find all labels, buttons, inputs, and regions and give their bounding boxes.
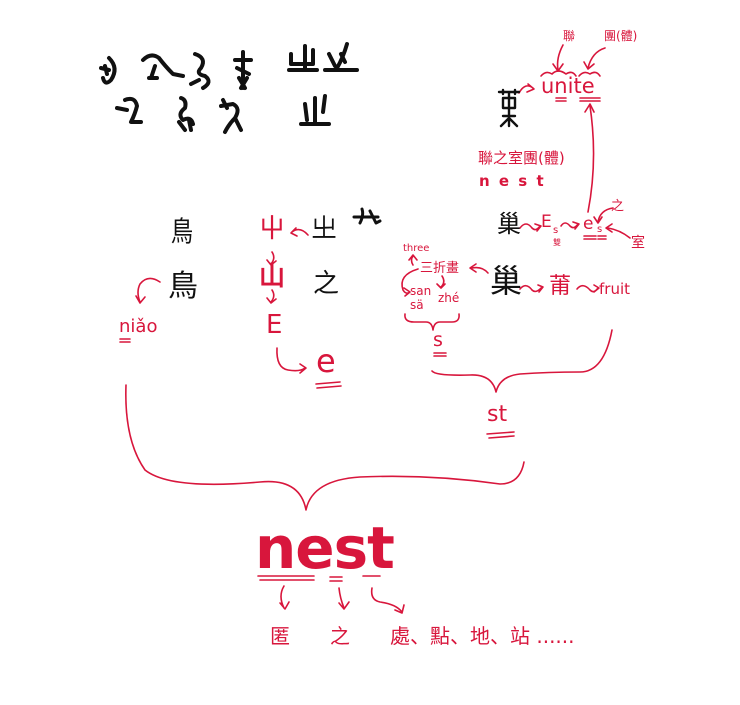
word-fruit: fruit — [599, 280, 631, 298]
char-fu: 莆 — [549, 274, 572, 299]
pinyin-sa: sä — [410, 298, 424, 312]
gloss-s: 之 — [330, 624, 350, 648]
gloss-cn: 聯之室團(體) — [478, 149, 565, 167]
word-nest: nest — [255, 514, 395, 582]
letters-st: st — [487, 402, 508, 427]
ancient-chao-glyph — [497, 88, 521, 128]
label-lian: 聯 — [563, 29, 576, 43]
letter-e-big: e — [316, 342, 336, 380]
E-note: 雙 — [553, 238, 561, 247]
word-unite: unite — [541, 74, 595, 98]
char-che-red: 屮 — [259, 214, 286, 244]
letter-s: s — [433, 329, 443, 351]
gloss-n: 匿 — [270, 624, 290, 648]
char-zhi-ancient: 㞢 — [311, 214, 338, 244]
letter-E: E — [541, 212, 552, 232]
gloss-t: 處、點、地、站 ...... — [390, 624, 575, 648]
char-shan-red: 山 — [259, 262, 286, 292]
seal-niao: 鳥 — [170, 215, 194, 248]
char-zhi-modern: 之 — [313, 269, 340, 299]
letter-e: e — [583, 214, 594, 234]
label-three: three — [403, 243, 430, 254]
label-sanzhe: 三折畫 — [420, 261, 460, 276]
oracle-bone-zhi-glyphs — [287, 42, 359, 126]
modern-niao: 鳥 — [168, 269, 198, 304]
modern-chao: 巢 — [490, 262, 523, 300]
seal-chao: 巢 — [497, 210, 521, 238]
pinyin-san: san — [410, 284, 432, 298]
letter-E-sub: s — [553, 225, 559, 236]
label-shi: 室 — [631, 235, 645, 251]
pinyin-niao: niǎo — [119, 316, 158, 337]
oracle-bone-bird-glyphs — [99, 50, 253, 134]
oracle-bone-zhi-small — [352, 207, 382, 225]
pinyin-zhe: zhé — [438, 291, 460, 305]
letter-e-sub: s — [597, 224, 603, 235]
label-tuanti: 團(體) — [604, 29, 638, 43]
label-zhi: 之 — [611, 199, 625, 214]
letter-E-big: E — [266, 310, 283, 340]
gloss-en: n e s t — [479, 172, 546, 190]
